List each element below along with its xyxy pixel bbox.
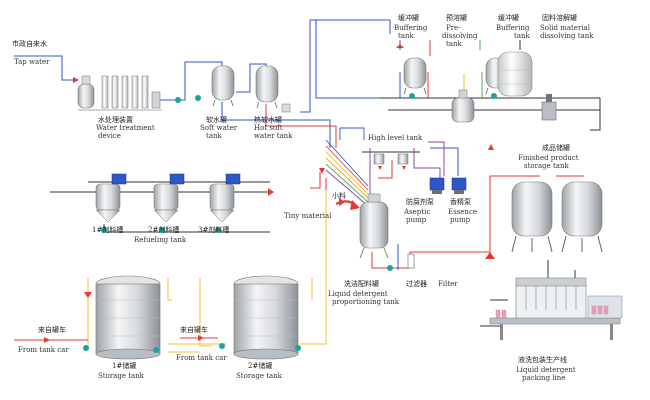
finished-en-label-1: Finished product bbox=[518, 154, 579, 162]
detergent-en-label-2: proportioning tank bbox=[332, 298, 400, 306]
detergent-to-packing-lines bbox=[371, 175, 584, 282]
storage-2-en-label: Storage tank bbox=[236, 372, 282, 380]
detergent-en-label-1: Liquid detergent bbox=[328, 290, 388, 298]
refuel-2-cn-label: 2#剂料槽 bbox=[148, 226, 180, 234]
soft-water-en-label-1: Soft water bbox=[200, 124, 238, 132]
water-treatment-cn-label: 水处理装置 bbox=[98, 116, 133, 124]
fan-in-bundle bbox=[325, 127, 369, 207]
from-tank-car-1-label: From tank car bbox=[18, 346, 69, 354]
buffering-1-cn-label: 缓冲罐 bbox=[398, 14, 419, 22]
buffering-2-en-label-a: Buffering bbox=[496, 24, 530, 32]
high-level-tanks bbox=[373, 153, 409, 170]
tiny-material-arrow bbox=[335, 200, 360, 210]
essence-en-label-1: Essence bbox=[448, 208, 478, 216]
refueling-tank-2 bbox=[153, 173, 185, 233]
predissolving-en-label-2: dissolving bbox=[442, 32, 478, 40]
hot-soft-cn-label: 热软水罐 bbox=[254, 116, 282, 124]
packing-line-links bbox=[480, 299, 508, 327]
hot-soft-en-label-1: Hot soft bbox=[254, 124, 283, 132]
buffering-1-en-label-a: Buffering bbox=[394, 24, 428, 32]
essence-cn-label: 香精泵 bbox=[450, 198, 471, 206]
essence-pump bbox=[451, 177, 467, 194]
detergent-cn-label: 洗洁配料罐 bbox=[344, 280, 379, 288]
from-tank-car-2-label: From tank car bbox=[176, 354, 227, 362]
aseptic-en-label-2: pump bbox=[406, 216, 427, 224]
finished-storage-tank-2 bbox=[561, 181, 603, 253]
water-treatment-en-label-2: device bbox=[98, 132, 121, 140]
packing-cn-label: 液洗包装生产线 bbox=[518, 356, 567, 364]
storage-tank-2 bbox=[233, 275, 299, 360]
refueling-tank-3 bbox=[209, 173, 241, 233]
aseptic-pump bbox=[429, 177, 445, 194]
solid-dissolving-tank bbox=[497, 51, 557, 121]
refuel-1-cn-label: 1#剂料槽 bbox=[92, 226, 124, 234]
city-water-cn-label: 市政自来水 bbox=[12, 40, 47, 48]
buffering-2-en-label-b: tank bbox=[514, 32, 530, 40]
packing-en-label-1: Liquid detergent bbox=[516, 366, 576, 374]
buffering-tank-1 bbox=[403, 57, 427, 95]
soft-water-tank bbox=[211, 65, 235, 107]
solid-en-label-2: dissolving tank bbox=[540, 32, 594, 40]
refuel-3-cn-label: 3#剂料槽 bbox=[198, 226, 230, 234]
transfer-pumps bbox=[83, 93, 497, 353]
high-level-tank-lines bbox=[362, 141, 459, 204]
buffering-2-cn-label: 缓冲罐 bbox=[498, 14, 519, 22]
storage-tank-1 bbox=[95, 275, 161, 360]
storage-1-cn-label: 1#储罐 bbox=[112, 362, 137, 370]
finished-storage-tank-1 bbox=[511, 181, 553, 253]
tap-water-line bbox=[14, 55, 78, 81]
high-level-tank-label: High level tank bbox=[368, 134, 423, 142]
essence-en-label-2: pump bbox=[450, 216, 471, 224]
finished-cn-label: 成品储罐 bbox=[542, 144, 570, 152]
buffering-1-en-label-b: tank bbox=[398, 32, 414, 40]
from-tank-car-1-cn-label: 来自罐车 bbox=[38, 326, 66, 334]
soft-water-en-label-2: tank bbox=[206, 132, 222, 140]
soft-water-supply-lines bbox=[221, 19, 391, 148]
soft-water-cn-label: 软水罐 bbox=[206, 116, 227, 124]
storage-1-en-label: Storage tank bbox=[98, 372, 144, 380]
tap-water-label: Tap water bbox=[14, 58, 50, 66]
from-tank-car-2-cn-label: 来自罐车 bbox=[180, 326, 208, 334]
finished-en-label-2: storage tank bbox=[524, 162, 569, 170]
refueling-tank-1 bbox=[95, 173, 127, 233]
storage-tank-lines bbox=[14, 190, 327, 353]
pre-dissolving-tank bbox=[451, 89, 475, 123]
storage-2-cn-label: 2#储罐 bbox=[248, 362, 273, 370]
aseptic-cn-label: 防腐剂泵 bbox=[406, 198, 434, 206]
refueling-tank-label: Refueling tank bbox=[134, 236, 187, 244]
solid-cn-label: 固料溶解罐 bbox=[542, 14, 577, 22]
filter-cn-label: 过滤器 bbox=[406, 280, 427, 288]
hot-soft-water-tank bbox=[255, 65, 291, 113]
aseptic-en-label-1: Aseptic bbox=[404, 208, 431, 216]
hot-soft-en-label-2: water tank bbox=[254, 132, 293, 140]
predissolving-en-label-1: Pre- bbox=[446, 24, 461, 32]
solid-en-label-1: Solid material bbox=[540, 24, 590, 32]
filter bbox=[407, 253, 415, 269]
packing-line-machine bbox=[489, 277, 623, 340]
water-treatment-device bbox=[77, 75, 162, 111]
predissolving-en-label-3: tank bbox=[446, 40, 462, 48]
water-treatment-en-label-1: Water treatment bbox=[96, 124, 155, 132]
tiny-material-label: Tiny material bbox=[284, 212, 332, 220]
refueling-header-lines bbox=[50, 172, 327, 233]
detergent-proportioning-tank bbox=[359, 193, 393, 271]
filter-en-label: Filter bbox=[438, 280, 458, 288]
predissolving-cn-label: 预溶罐 bbox=[446, 14, 467, 22]
tiny-cn-label: 小料 bbox=[332, 192, 346, 200]
packing-en-label-2: packing line bbox=[522, 374, 566, 382]
